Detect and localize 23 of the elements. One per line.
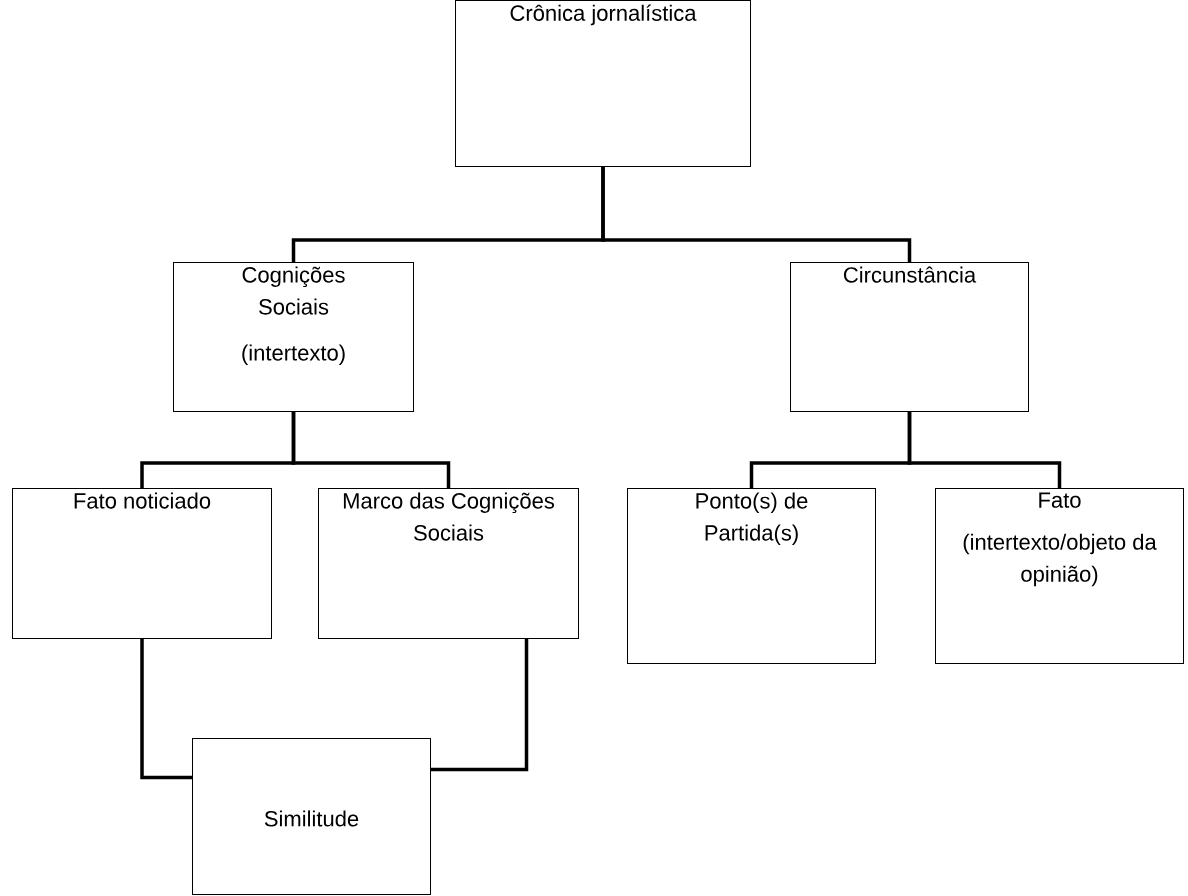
box-text: Fato noticiado [74,492,211,509]
text-box [192,738,431,895]
text-box [318,488,579,639]
text-box [935,488,1184,664]
connector-line [140,639,192,780]
box-text: Crônica jornalística [510,4,697,26]
box-text: Similitude [264,810,359,827]
box-text: Marco das Cognições Sociais [343,492,555,541]
connector-line [431,639,529,772]
connector-line [601,167,912,262]
box-text: (intertexto/objeto da opinião) [963,533,1157,587]
text-box [790,262,1029,412]
box-text: Ponto(s) de Partida(s) [696,492,808,545]
text-box [12,488,272,639]
text-box [455,0,751,167]
connector-line [291,412,451,488]
text-box [173,262,414,412]
box-text: Cognições Sociais [242,266,345,315]
box-text: Circunstância [844,266,977,283]
connector-line [907,412,1062,488]
text-box [627,488,876,664]
box-text: (intertexto) [242,344,345,365]
box-text: Fato [1039,492,1081,508]
